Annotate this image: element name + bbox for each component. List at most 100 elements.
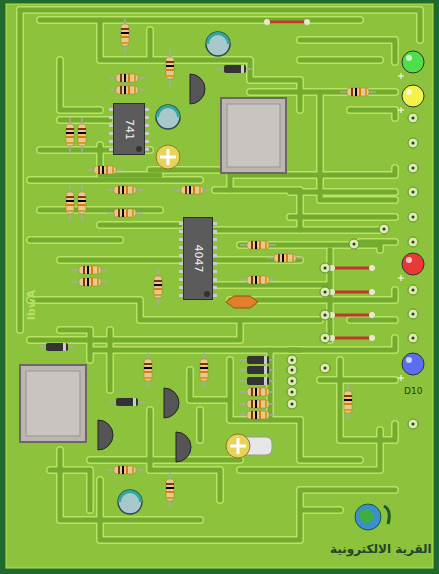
copper-trace [300,420,360,460]
color-band [365,88,367,96]
color-band [120,86,122,94]
color-band [144,367,152,369]
copper-trace [196,410,204,440]
color-band [126,466,128,474]
color-band [259,388,261,396]
ic-chip: 4047 [183,217,213,300]
ic-pin [145,116,149,119]
color-band [344,409,352,411]
color-band [255,276,257,284]
resistor-symbol [107,186,143,194]
color-band [121,42,129,44]
wire-link [334,337,370,340]
resistor-body [247,411,269,419]
copper-trace [350,110,395,118]
solder-pad [369,265,375,271]
color-band [185,186,187,194]
copper-trace [40,206,160,214]
color-band [200,367,208,369]
solder-pad [287,399,297,409]
color-band [78,142,86,144]
drill-hole [324,291,327,294]
color-band [78,200,86,202]
copper-trace [198,410,203,440]
diode-body [247,377,269,385]
color-band [83,278,85,286]
copper-trace [90,458,240,463]
resistor-symbol [240,241,276,249]
drill-hole [324,337,327,340]
solder-pad [379,224,389,234]
color-band [66,196,74,198]
resistor-body [94,166,116,174]
color-band [199,186,201,194]
resistor-body [66,192,74,214]
resistor-body [121,24,129,46]
solder-pad [264,19,270,25]
color-band [124,74,126,82]
color-band [118,186,120,194]
resistor-symbol [66,117,74,153]
solder-pad [320,310,330,320]
resistor-symbol [66,185,74,221]
copper-trace [60,258,180,263]
copper-trace [150,470,220,500]
copper-trace [30,236,120,244]
watermark: القرية الالكترونية [330,542,432,556]
color-band [132,209,134,217]
wire-link [264,19,310,25]
color-band [154,288,162,290]
solder-pad [408,163,418,173]
color-band [251,388,253,396]
diode-band [133,398,136,406]
solder-pad [320,287,330,297]
color-band [189,186,191,194]
resistor-symbol [174,186,210,194]
resistor-symbol [78,117,86,153]
color-band [359,88,361,96]
ic-pin [213,254,217,257]
solder-pad [408,285,418,295]
color-band [106,166,108,174]
resistor-body [66,124,74,146]
copper-trace [360,240,395,245]
copper-trace [300,58,380,63]
resistor-body [200,359,208,381]
color-band [121,32,129,34]
wire-link [329,265,375,271]
copper-trace [340,360,395,440]
diode-symbol [217,65,253,73]
resistor-symbol [87,166,123,174]
wire-link [334,267,370,270]
color-band [344,403,352,405]
color-band [259,400,261,408]
copper-trace [300,508,340,513]
resistor-body [144,359,152,381]
color-band [286,254,288,262]
color-band [200,363,208,365]
color-band [78,196,86,198]
color-band [78,136,86,138]
copper-trace [350,318,395,323]
copper-trace [18,10,23,330]
copper-trace [190,370,230,400]
board-mark: IbwA [25,290,38,321]
copper-trace [300,40,395,62]
color-band [154,284,162,286]
copper-trace [290,338,395,350]
drill-hole [324,267,327,270]
resistor-symbol [240,411,276,419]
color-band [251,241,253,249]
wire-link [269,21,305,24]
resistor-body [247,400,269,408]
diode-band [241,65,244,73]
resistor-body [79,278,101,286]
solder-pad [408,187,418,197]
diode-symbol [240,366,276,374]
resistor-body [166,479,174,501]
resistor-body [181,186,203,194]
resistor-body [274,254,296,262]
wire-link [329,312,375,318]
solder-pad [408,309,418,319]
